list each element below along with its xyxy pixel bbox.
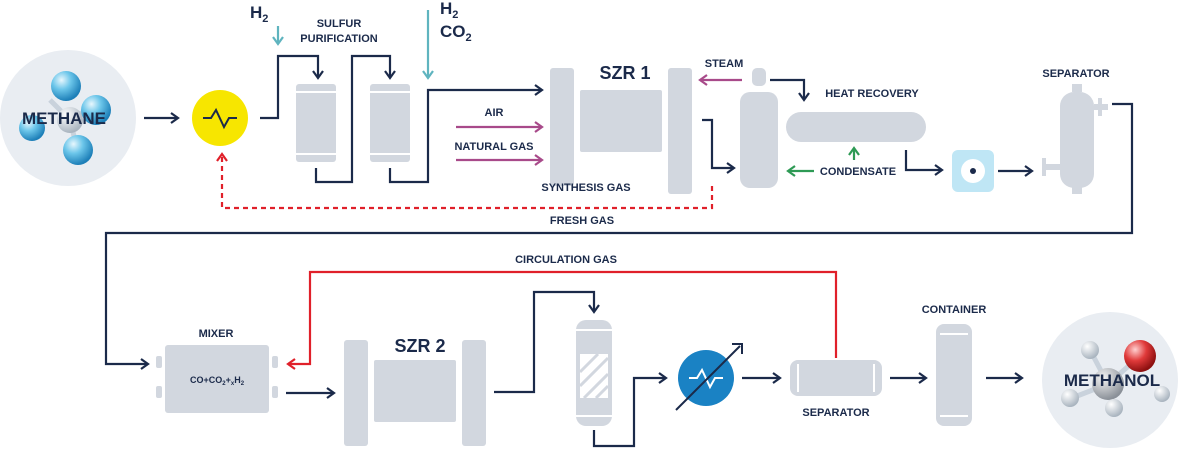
separator-top-vessel	[1042, 84, 1108, 194]
separator-top-label: SEPARATOR	[1042, 68, 1109, 80]
methanol-label: METHANOL	[1064, 371, 1160, 390]
steam-label: STEAM	[705, 58, 744, 70]
container-vessel	[936, 324, 972, 426]
flow-separator-to-mixer	[104, 102, 1134, 370]
mixer-formula: CO+CO2+xH2	[190, 375, 245, 387]
sulfur-label-line2: PURIFICATION	[300, 33, 377, 45]
flow-szr2-to-column	[494, 290, 600, 394]
condensate-label: CONDENSATE	[820, 166, 896, 178]
mixer-vessel	[156, 345, 278, 413]
sulfur-purifier-2	[370, 84, 410, 162]
flow-circulation-gas	[286, 270, 838, 370]
szr2-label: SZR 2	[394, 336, 445, 356]
methanol-molecule-icon	[1061, 340, 1170, 417]
flow-szr1-to-boiler	[702, 118, 736, 174]
circulation-gas-label: CIRCULATION GAS	[515, 254, 617, 266]
pump-icon	[952, 150, 994, 192]
methanol-node: METHANOL	[1042, 312, 1178, 448]
fresh-gas-label: FRESH GAS	[550, 215, 614, 227]
co2-label: CO2	[440, 22, 472, 44]
heat-exchanger-icon	[675, 343, 743, 411]
heat-recovery-vessel	[786, 112, 926, 142]
h2-right-label: H2	[440, 0, 458, 21]
flow-heat-recovery-to-pump	[904, 150, 944, 176]
h2-top-label: H2	[250, 3, 268, 25]
flow-purifier1-to-purifier2	[314, 54, 396, 184]
flow-column-to-heat-exchanger	[592, 372, 668, 448]
flow-purifier2-to-szr1	[388, 84, 544, 184]
sulfur-label-line1: SULFUR	[317, 18, 362, 30]
separator-bottom-label: SEPARATOR	[802, 407, 869, 419]
szr1-label: SZR 1	[599, 63, 650, 83]
synthesis-gas-label: SYNTHESIS GAS	[541, 182, 630, 194]
steam-boiler	[740, 68, 778, 188]
flow-to-heat-recovery	[770, 78, 810, 102]
natural-gas-label: NATURAL GAS	[454, 141, 533, 153]
methane-node: METHANE	[0, 50, 136, 186]
heat-recovery-label: HEAT RECOVERY	[825, 88, 919, 100]
methane-molecule-icon	[19, 71, 111, 165]
flow-fresh-gas	[216, 152, 714, 210]
sulfur-purifier-1	[296, 84, 336, 162]
szr1-reactor	[550, 68, 692, 194]
szr2-reactor	[344, 340, 486, 446]
mixer-label: MIXER	[199, 328, 234, 340]
separator-bottom-vessel	[790, 360, 882, 396]
wave-compressor-icon	[192, 90, 248, 146]
flow-compressor-to-purifier	[260, 54, 324, 120]
air-label: AIR	[485, 107, 504, 119]
methane-label: METHANE	[22, 109, 106, 128]
container-label: CONTAINER	[922, 304, 987, 316]
packed-column	[576, 320, 612, 426]
